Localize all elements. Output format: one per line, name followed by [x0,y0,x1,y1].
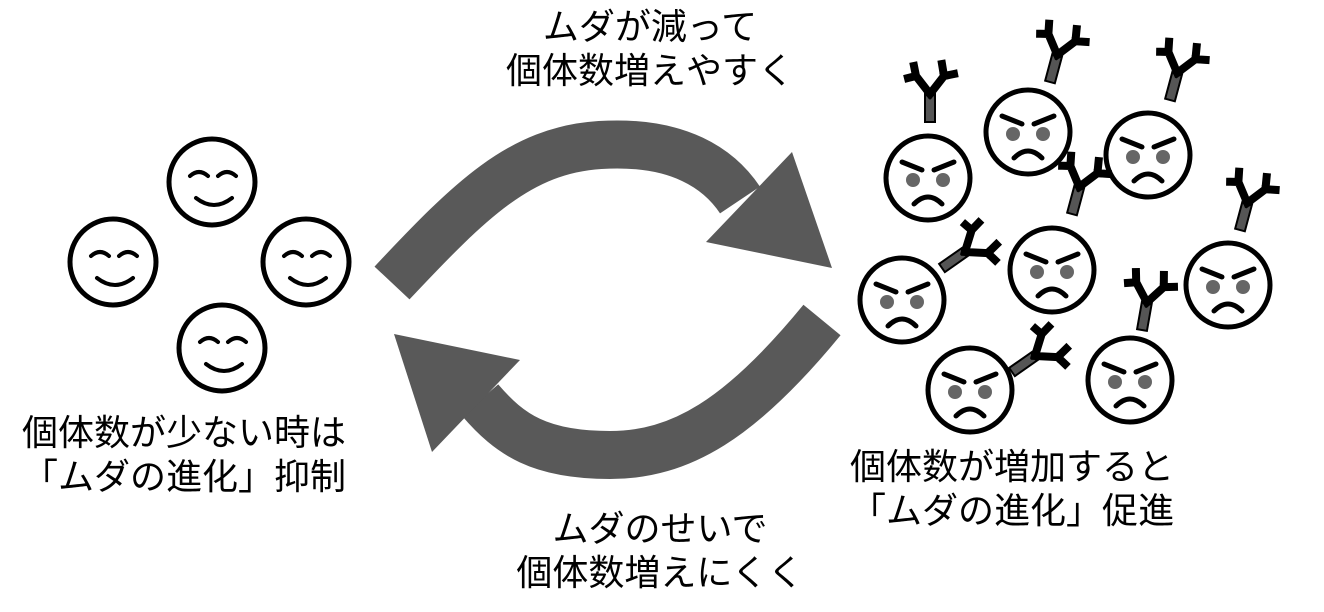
right-group-label-line1: 個体数が増加すると [850,447,1175,488]
angry-face [1186,168,1278,327]
angry-face [1088,269,1176,422]
right-group-label: 個体数が増加すると 「ムダの進化」促進 [850,446,1230,534]
angry-faces-group [860,20,1278,432]
happy-face [260,216,352,308]
bottom-arrow-shaft [461,304,841,480]
left-group-label: 個体数が少ない時は 「ムダの進化」抑制 [22,412,402,500]
happy-face [176,302,268,394]
closed-eye-right [216,170,238,178]
happy-face [67,216,159,308]
top-arrow [374,120,832,300]
angry-face [1106,38,1208,197]
smile-mouth [194,196,234,207]
bottom-arrow-label: ムダのせいで 個体数増えにくく [430,508,890,596]
top-arrow-label: ムダが減って 個体数増えやすく [420,6,880,94]
top-arrow-head [706,152,832,268]
right-group-label-line2: 「ムダの進化」促進 [850,491,1175,532]
happy-face [166,136,258,228]
closed-eye-left [188,170,210,178]
bottom-arrow-head [394,334,520,452]
top-arrow-shaft [374,120,760,300]
happy-faces-group [67,136,352,394]
angry-face [986,20,1088,174]
angry-face [860,217,1003,342]
left-group-label-line1: 個体数が少ない時は [22,413,347,454]
angry-face [886,64,970,220]
bottom-arrow-label-line1: ムダのせいで [552,509,768,550]
left-group-label-line2: 「ムダの進化」抑制 [22,457,347,498]
angry-face [928,321,1073,432]
top-arrow-label-line1: ムダが減って [542,7,758,48]
bottom-arrow [394,304,841,480]
top-arrow-label-line2: 個体数増えやすく [505,51,794,92]
bottom-arrow-label-line2: 個体数増えにくく [516,553,804,594]
